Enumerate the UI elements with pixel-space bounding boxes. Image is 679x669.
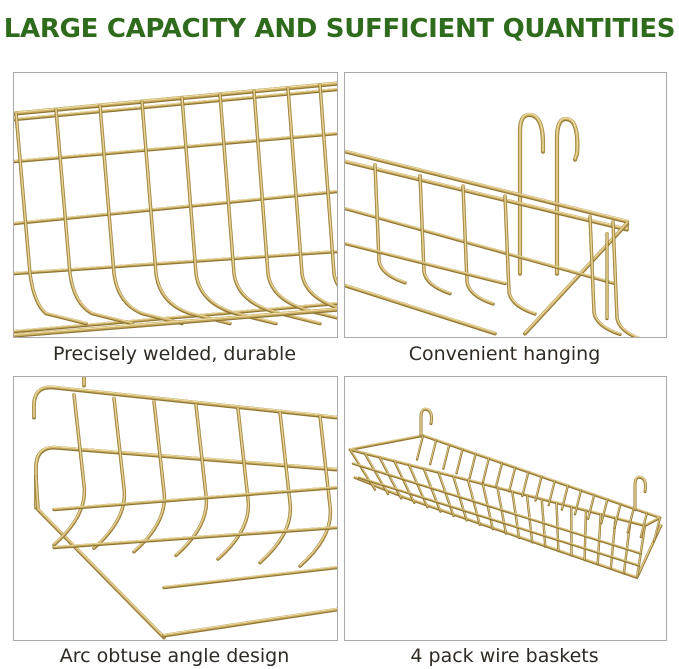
caption-pack: 4 pack wire baskets: [410, 645, 599, 667]
photo-arc-corner: [13, 376, 338, 641]
photo-hanging-hook: [344, 72, 667, 338]
photo-welded-grid: [13, 72, 338, 338]
arc-corner-image: [32, 377, 337, 640]
hanging-hook-image: [345, 112, 641, 337]
full-basket-image: [348, 407, 663, 580]
caption-hanging: Convenient hanging: [408, 343, 601, 365]
caption-arc: Arc obtuse angle design: [59, 645, 290, 667]
caption-welded: Precisely welded, durable: [52, 343, 297, 365]
welded-grid-image: [14, 81, 337, 337]
photo-full-basket: [344, 376, 667, 641]
headline: LARGE CAPACITY AND SUFFICIENT QUANTITIES: [3, 14, 676, 44]
